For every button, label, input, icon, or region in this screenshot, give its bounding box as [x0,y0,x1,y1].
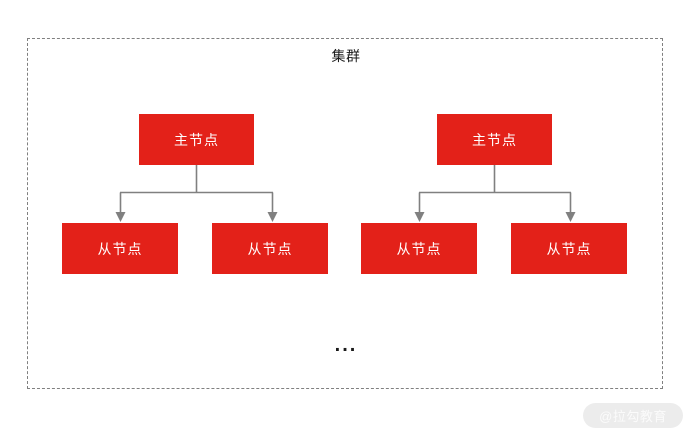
master-node-2[interactable]: 主节点 [437,114,552,165]
watermark: @拉勾教育 [583,403,683,428]
slave-node-4-label: 从节点 [546,240,592,257]
master-node-1[interactable]: 主节点 [139,114,254,165]
watermark-label: @拉勾教育 [599,409,667,424]
cluster-title: 集群 [331,48,361,64]
slave-node-2[interactable]: 从节点 [212,223,328,274]
master-node-1-label: 主节点 [174,131,219,148]
cluster-boundary [27,38,663,389]
master-node-2-label: 主节点 [472,131,517,148]
connector-group-left [115,165,278,222]
more-nodes-ellipsis: ... [334,334,358,356]
slave-node-2-label: 从节点 [247,240,293,257]
connector-group-right [414,165,576,222]
slave-node-1-label: 从节点 [97,240,143,257]
slave-node-4[interactable]: 从节点 [511,223,627,274]
slave-node-3[interactable]: 从节点 [361,223,477,274]
slave-node-1[interactable]: 从节点 [62,223,178,274]
slave-node-3-label: 从节点 [396,240,442,257]
